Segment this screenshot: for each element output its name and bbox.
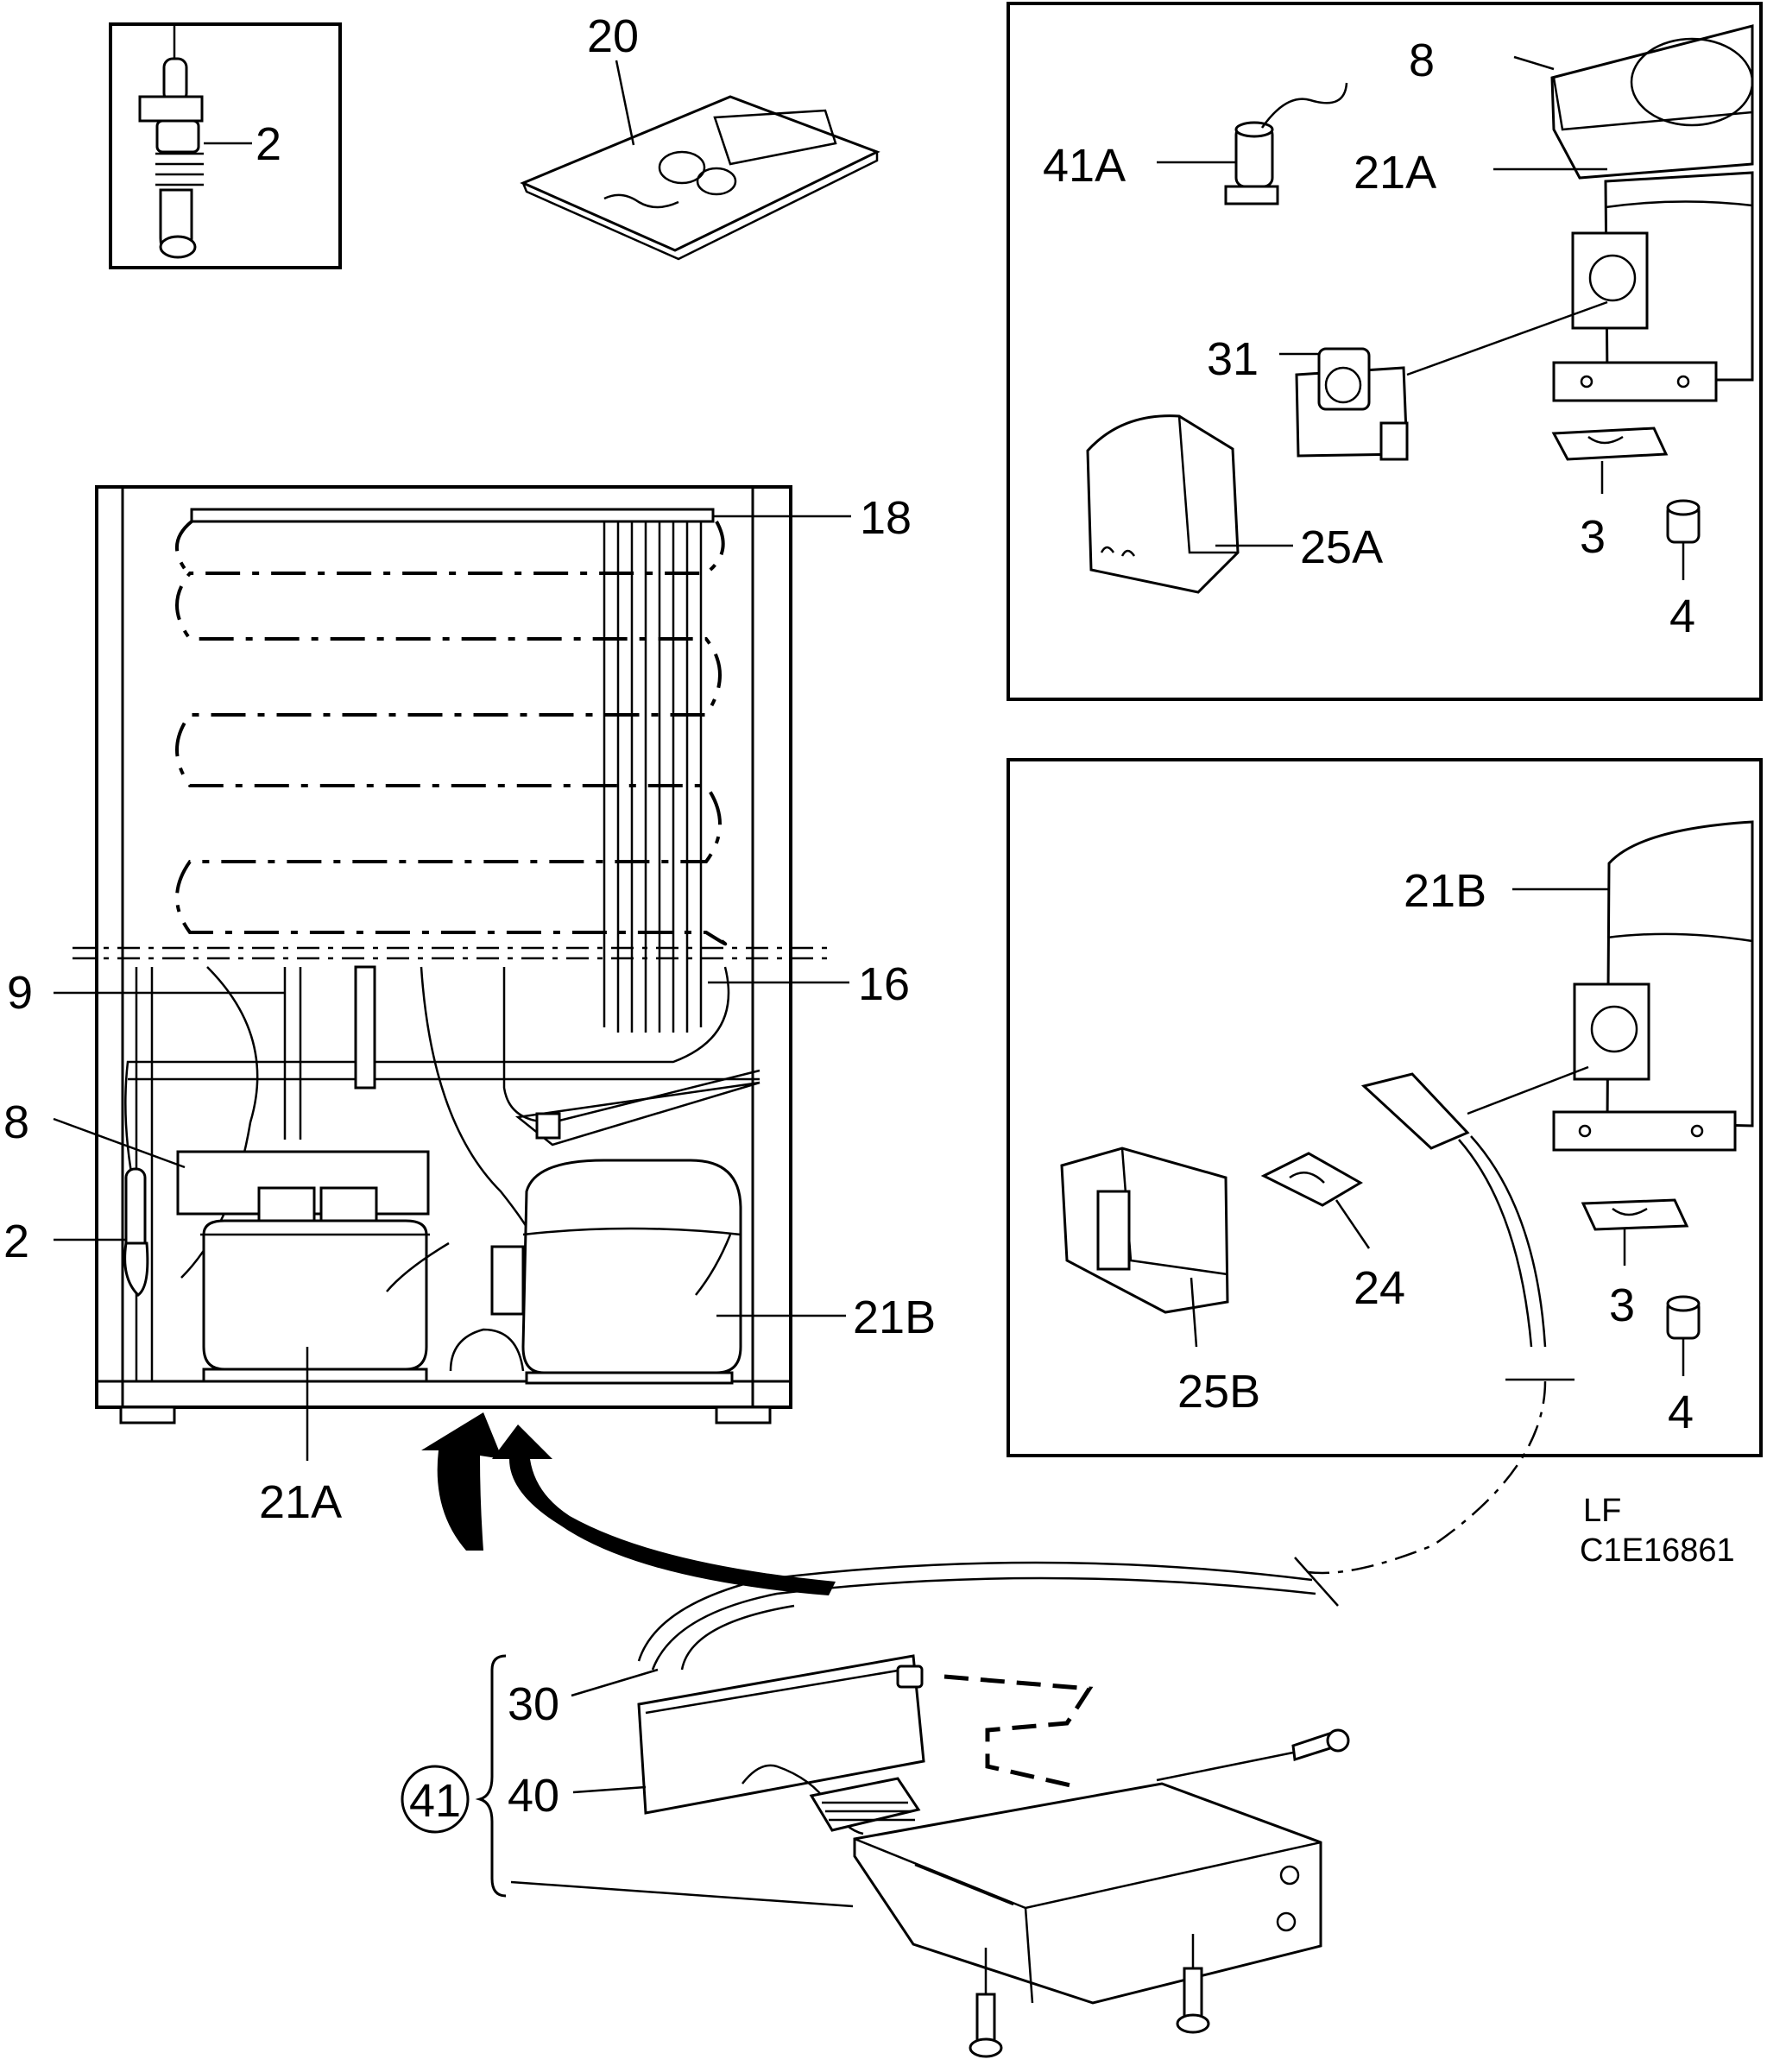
relay-cover-25B: [1060, 1147, 1229, 1314]
compressor-21B: [449, 1159, 742, 1385]
reference-line-2: C1E16861: [1580, 1532, 1735, 1569]
callout-31: 31: [1207, 333, 1259, 385]
callout-3-top: 3: [1580, 511, 1606, 563]
power-cable: [637, 1557, 1339, 1671]
relay-cover-25A: [1086, 414, 1240, 594]
callout-21B-box: 21B: [1404, 865, 1486, 917]
callout-2-top: 2: [256, 118, 281, 170]
callout-41A: 41A: [1043, 140, 1126, 192]
bracket-3-top: [1551, 426, 1669, 461]
thermostat-sensor-2: [123, 1167, 149, 1297]
instruction-booklet: [520, 95, 880, 261]
callout-21B-main: 21B: [853, 1292, 936, 1343]
bracket-3-box: [1581, 1198, 1689, 1231]
compressor-21A-detail: [1550, 24, 1754, 402]
connector-harness: [1303, 1065, 1589, 1575]
callout-21A-main: 21A: [259, 1476, 342, 1528]
condenser-coil: [174, 520, 728, 1033]
screws: [969, 1728, 1350, 2058]
callout-20: 20: [587, 10, 639, 62]
callout-4-top: 4: [1669, 591, 1695, 642]
callout-18: 18: [860, 492, 912, 544]
grommet-4-box: [1666, 1295, 1701, 1340]
callout-2-left: 2: [3, 1216, 29, 1267]
callout-30: 30: [508, 1678, 559, 1730]
compressor-21B-detail: [1552, 820, 1754, 1152]
callout-16: 16: [858, 958, 910, 1010]
clip-24: [1260, 1152, 1363, 1207]
callout-24: 24: [1354, 1262, 1405, 1314]
callout-4-box: 4: [1668, 1387, 1694, 1438]
callout-40: 40: [508, 1770, 559, 1822]
callout-9: 9: [7, 967, 33, 1019]
callout-21A-top: 21A: [1354, 147, 1436, 199]
callout-41-circle: [401, 1765, 470, 1834]
group-brace: [475, 1654, 507, 1898]
callout-41: 41: [409, 1775, 461, 1827]
callout-25B: 25B: [1177, 1366, 1260, 1418]
grommet-4-top: [1666, 499, 1701, 544]
inset-box-21B: [1007, 758, 1763, 1457]
compressor-21A: [176, 1150, 450, 1383]
callout-3-box: 3: [1609, 1279, 1635, 1331]
wiring-40: [742, 1764, 921, 1835]
callout-25A: 25A: [1300, 521, 1383, 573]
electronic-bracket-30: [637, 1654, 925, 1815]
reference-line-1: LF: [1583, 1493, 1621, 1529]
controller-box: [853, 1782, 1322, 2005]
inset-box-21A: [1007, 2, 1763, 701]
callout-8-left: 8: [3, 1096, 29, 1148]
assembly-arrows: [421, 1412, 836, 1595]
relay-31: [1295, 347, 1409, 461]
capacitor-41A: [1224, 82, 1348, 205]
callout-8-top: 8: [1409, 35, 1435, 86]
inset-part-2: [109, 22, 342, 269]
